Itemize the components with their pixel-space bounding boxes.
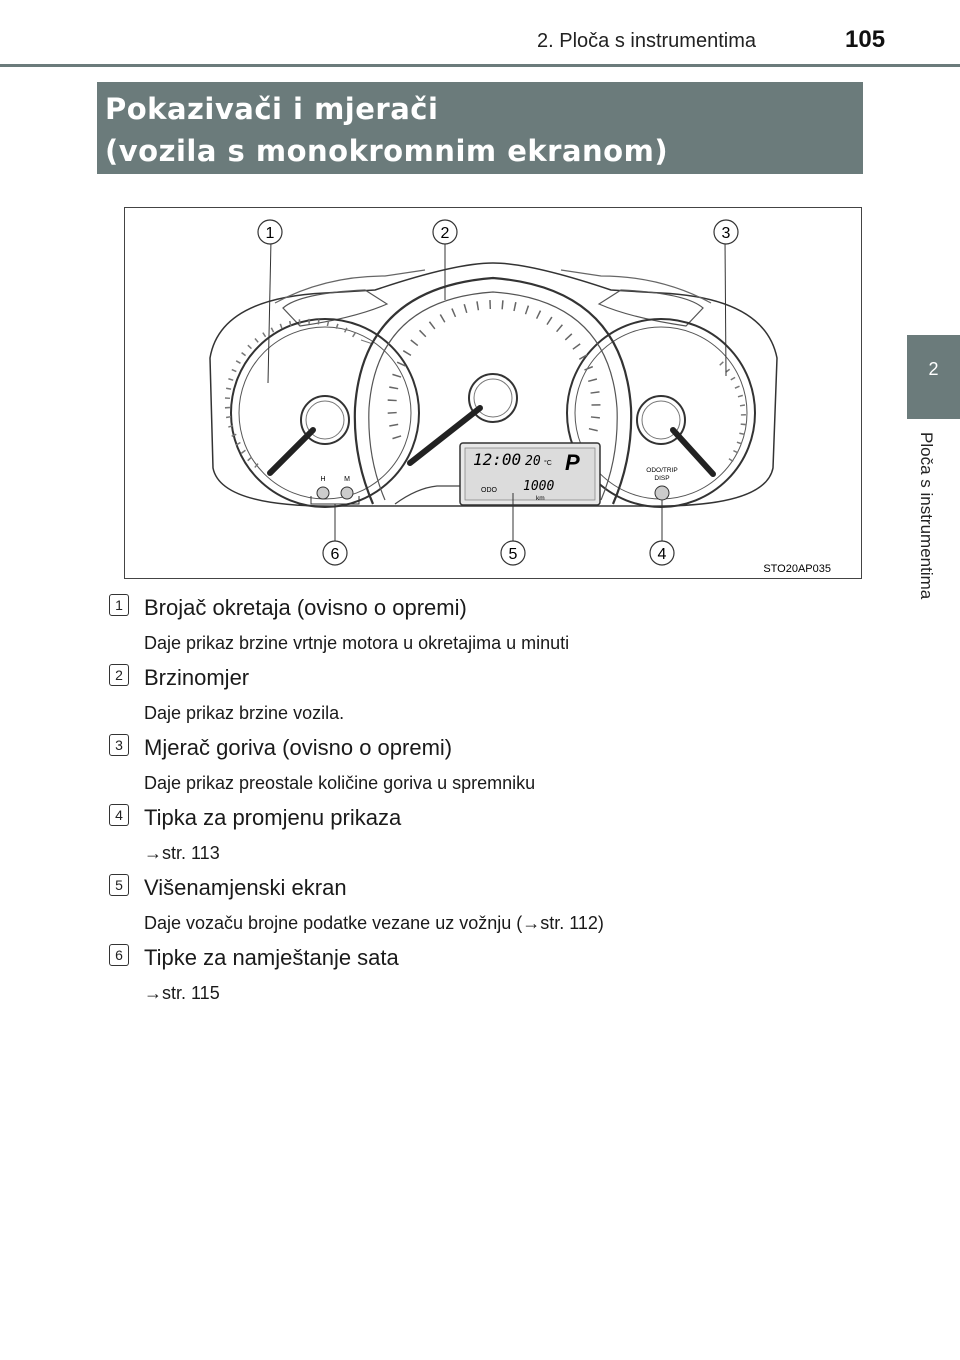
section-title-line1: Pokazivači i mjerači	[105, 92, 439, 126]
item-description: Daje prikaz preostale količine goriva u …	[144, 773, 536, 793]
disp-button-label: DISP	[654, 475, 669, 482]
item-page-reference[interactable]: →str. 113	[144, 843, 220, 863]
callout-6: 6	[322, 540, 348, 566]
item-page-reference[interactable]: →str. 115	[144, 983, 220, 1003]
callout-5: 5	[500, 540, 526, 566]
list-item: 4 Tipka za promjenu prikaza →str. 113	[109, 800, 889, 870]
display-gear: P	[565, 450, 580, 475]
display-odo-label: ODO	[481, 487, 498, 494]
left-hood	[282, 289, 389, 327]
instrument-cluster-illustration: H M ODO/TRIP DISP	[209, 219, 831, 575]
svg-text:4: 4	[658, 546, 667, 563]
chapter-title: 2. Ploča s instrumentima	[537, 30, 756, 52]
list-item: 3 Mjerač goriva (ovisno o opremi) Daje p…	[109, 730, 889, 800]
item-description: Daje vozaču brojne podatke vezane uz vož…	[144, 913, 604, 933]
callout-leader-lines	[267, 239, 727, 541]
item-number-badge: 6	[109, 944, 129, 966]
section-title-line2: (vozila s monokromnim ekranom)	[105, 134, 669, 168]
display-clock: 12:00	[473, 450, 521, 469]
callout-2: 2	[432, 219, 458, 245]
hour-button-label: H	[320, 476, 325, 483]
page-header: 2. Ploča s instrumentima 105	[0, 0, 960, 70]
speedometer-gauge	[353, 276, 633, 505]
tachometer-gauge: H M	[224, 318, 420, 508]
page-number: 105	[845, 26, 886, 53]
instrument-cluster-figure: H M ODO/TRIP DISP	[124, 207, 862, 579]
svg-text:6: 6	[331, 546, 340, 563]
item-number-badge: 1	[109, 594, 129, 616]
list-item: 6 Tipke za namještanje sata →str. 115	[109, 940, 889, 1010]
item-number-badge: 4	[109, 804, 129, 826]
section-title-banner: Pokazivači i mjerači (vozila s monokromn…	[97, 82, 863, 174]
callout-4: 4	[649, 540, 675, 566]
callout-1: 1	[257, 219, 283, 245]
item-description: Daje prikaz brzine vrtnje motora u okret…	[144, 633, 570, 653]
figure-code: STO20AP035	[763, 563, 831, 575]
odo-trip-button-label: ODO/TRIP	[646, 467, 677, 474]
header-rule	[0, 64, 960, 67]
display-odo-value: 1000	[523, 479, 554, 494]
list-item: 2 Brzinomjer Daje prikaz brzine vozila.	[109, 660, 889, 730]
chapter-tab-label: Ploča s instrumentima	[917, 432, 936, 600]
item-title: Brzinomjer	[144, 665, 250, 690]
svg-text:5: 5	[509, 546, 518, 563]
svg-text:1: 1	[266, 225, 275, 242]
multi-information-display[interactable]: 12:00 20 °C P ODO 1000 km	[459, 442, 601, 506]
item-title: Brojač okretaja (ovisno o opremi)	[144, 595, 467, 620]
item-title: Tipke za namještanje sata	[144, 945, 399, 970]
chapter-tab-number: 2	[928, 359, 939, 379]
item-number-badge: 5	[109, 874, 129, 896]
item-title: Tipka za promjenu prikaza	[144, 805, 402, 830]
svg-text:3: 3	[722, 225, 731, 242]
minute-button-label: M	[344, 476, 350, 483]
item-title: Mjerač goriva (ovisno o opremi)	[144, 735, 453, 760]
right-hood	[597, 289, 704, 327]
chapter-tab[interactable]: 2	[907, 335, 960, 419]
item-description: Daje prikaz brzine vozila.	[144, 703, 345, 723]
display-temperature-unit: °C	[544, 459, 552, 467]
component-list: 1 Brojač okretaja (ovisno o opremi) Daje…	[109, 590, 889, 1010]
list-item: 1 Brojač okretaja (ovisno o opremi) Daje…	[109, 590, 889, 660]
svg-text:2: 2	[441, 225, 450, 242]
item-title: Višenamjenski ekran	[144, 875, 347, 900]
item-number-badge: 2	[109, 664, 129, 686]
callout-3: 3	[713, 219, 739, 245]
item-number-badge: 3	[109, 734, 129, 756]
display-temperature: 20	[525, 454, 541, 469]
list-item: 5 Višenamjenski ekran Daje vozaču brojne…	[109, 870, 889, 940]
display-odo-unit: km	[536, 495, 545, 502]
fuel-gauge: ODO/TRIP DISP	[566, 318, 756, 508]
